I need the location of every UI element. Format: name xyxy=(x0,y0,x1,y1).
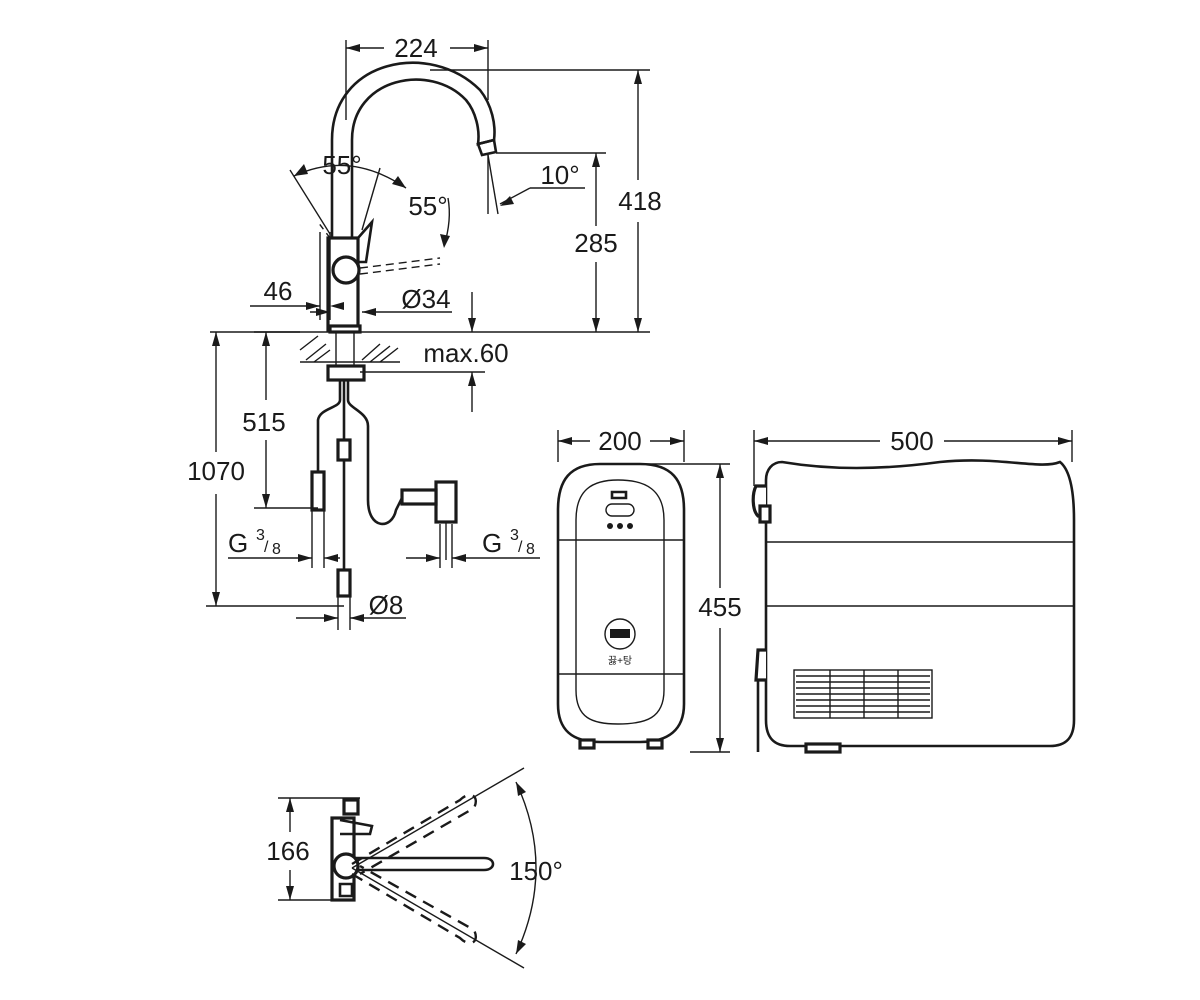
dim-lever-offset: 46 xyxy=(264,276,293,306)
top-view-base-foot xyxy=(338,882,354,898)
dim-spout-tilt: 10° xyxy=(540,160,579,190)
knob-dashed-extension xyxy=(359,257,441,269)
dim-spout-height: 285 xyxy=(574,228,617,258)
deck-hatch-left xyxy=(299,335,331,363)
angle-valve-knob xyxy=(400,488,438,506)
vent-grille xyxy=(793,669,933,719)
dim-thread-right-den: 8 xyxy=(526,541,535,558)
indicator-dot-1 xyxy=(607,523,613,529)
status-display xyxy=(605,503,635,517)
boil-button-label: 끓+탕 xyxy=(608,655,632,667)
center-connector xyxy=(336,438,352,462)
boiler-front-foot-left xyxy=(578,738,596,750)
faucet-knob xyxy=(331,255,361,285)
faucet-top-view: 166 150° xyxy=(266,767,563,969)
bottom-connector xyxy=(336,568,352,598)
dim-unit-width: 500 xyxy=(890,426,933,456)
faucet-side-view: 224 418 285 10° 55° 55° xyxy=(187,33,662,630)
boiler-front-housing xyxy=(556,462,686,744)
dim-lever-angle-left: 55° xyxy=(322,150,361,180)
top-view-spout-rotated-down xyxy=(351,864,477,945)
dim-thread-left-den: 8 xyxy=(272,541,281,558)
mounting-nut xyxy=(326,364,366,382)
dim-top-view-depth: 166 xyxy=(266,836,309,866)
dim-thread-right-g: G xyxy=(482,528,502,558)
left-connector xyxy=(310,470,326,512)
boiler-side-view: 500 xyxy=(751,426,1076,754)
dim-pipe-diameter: Ø8 xyxy=(369,590,404,620)
dim-hose-length: 515 xyxy=(242,407,285,437)
top-view-lever xyxy=(339,818,374,836)
boil-button[interactable] xyxy=(604,618,636,650)
dim-thread-left-g: G xyxy=(228,528,248,558)
hose-hot xyxy=(346,380,404,526)
dim-unit-height: 455 xyxy=(698,592,741,622)
dim-thread-right-num: 3 xyxy=(510,527,519,544)
dim-unit-depth: 200 xyxy=(598,426,641,456)
faucet-base-ring xyxy=(328,324,362,334)
hose-cold xyxy=(316,380,342,500)
boiler-side-housing xyxy=(764,459,1076,748)
top-view-lever-tip xyxy=(342,798,360,816)
dim-swivel-angle: 150° xyxy=(509,856,563,886)
top-view-spout-base xyxy=(332,852,360,880)
frac-slash-left: / xyxy=(264,539,269,556)
dim-total-height: 418 xyxy=(618,186,661,216)
boiler-front-foot-right xyxy=(646,738,664,750)
dim-spout-reach: 224 xyxy=(394,33,437,63)
status-light-icon xyxy=(610,490,628,500)
dim-deck-thickness: max.60 xyxy=(423,338,508,368)
faucet-lever xyxy=(356,217,374,264)
boil-button-icon xyxy=(610,629,630,638)
angle-valve xyxy=(434,480,458,524)
frac-slash-right: / xyxy=(518,539,523,556)
boiler-front-view: 끓+탕 200 455 xyxy=(556,426,742,753)
inlet-nut xyxy=(758,504,772,524)
deck-hatch-right xyxy=(361,343,399,363)
dim-base-diameter: Ø34 xyxy=(401,284,450,314)
dim-total-length: 1070 xyxy=(187,456,245,486)
top-view-spout-rotated-up xyxy=(351,793,477,876)
indicator-dot-3 xyxy=(627,523,633,529)
boiler-front-panel xyxy=(575,479,665,725)
top-view-spout xyxy=(346,856,495,872)
dim-lever-angle-right: 55° xyxy=(408,191,447,221)
indicator-dot-2 xyxy=(617,523,623,529)
spout-outlet xyxy=(476,138,498,157)
power-cable-plug xyxy=(754,648,766,682)
lever-dashed-back xyxy=(317,221,331,239)
dim-thread-left-num: 3 xyxy=(256,527,265,544)
boiler-side-foot xyxy=(804,742,842,754)
